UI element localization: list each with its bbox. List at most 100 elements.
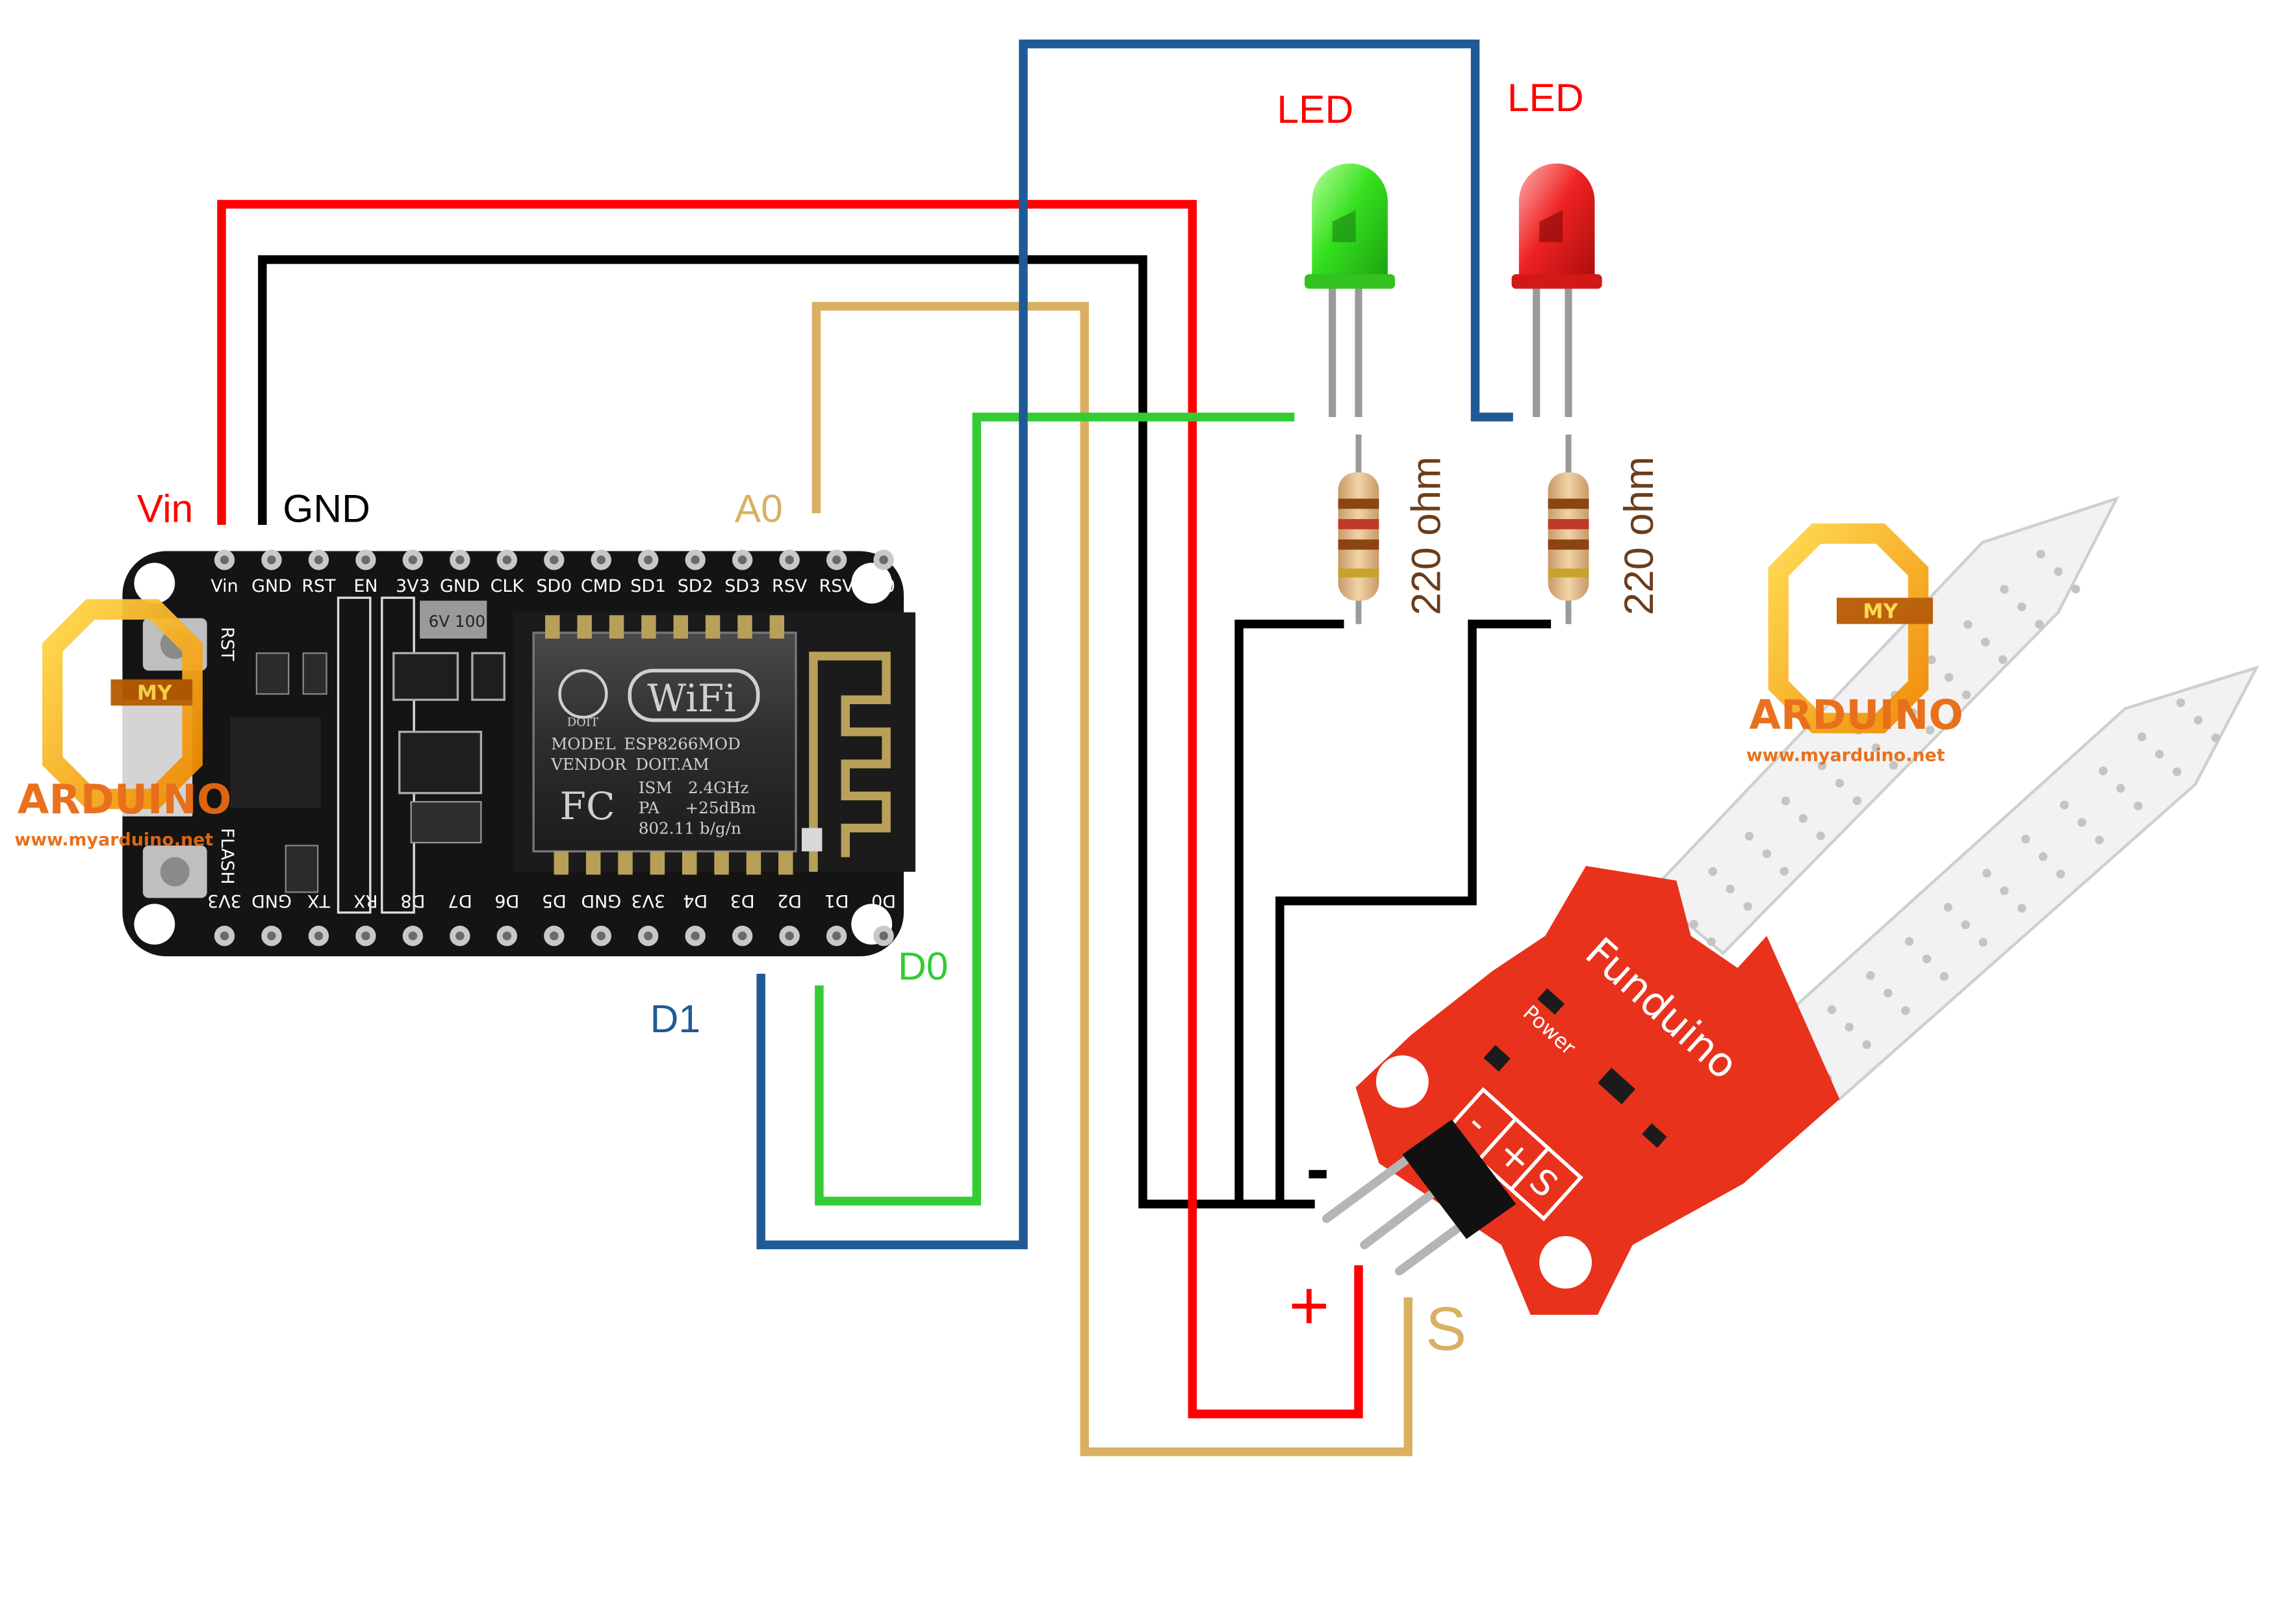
gnd-label: GND — [283, 487, 370, 531]
module-pad — [609, 615, 624, 639]
d0-label: D0 — [898, 944, 948, 988]
watermark-my-text: MY — [137, 681, 173, 705]
pin-hole — [314, 931, 324, 941]
bottom-pin-label: 3V3 — [631, 891, 665, 911]
smd-component — [471, 652, 505, 701]
top-pin-label: GND — [251, 576, 292, 596]
bottom-pin-label: D7 — [448, 891, 472, 911]
probe-hole — [1689, 920, 1698, 929]
top-pin-label: RSV — [819, 576, 855, 596]
header-strip — [337, 596, 372, 914]
probe-hole — [2017, 602, 2026, 611]
rst-label: RST — [217, 627, 237, 661]
green-led — [1305, 163, 1396, 417]
probe-hole — [2054, 567, 2063, 576]
pin-hole — [361, 555, 370, 565]
flash-button[interactable] — [142, 845, 207, 898]
bottom-pin-label: RX — [353, 891, 377, 911]
resistor-2-label: 220 ohm — [1616, 457, 1662, 615]
module-pad — [778, 851, 793, 875]
pin-hole — [455, 931, 465, 941]
bottom-pin-label: D8 — [400, 891, 425, 911]
pin-hole — [785, 555, 794, 565]
probe-hole — [2095, 835, 2104, 844]
pin-hole — [596, 931, 606, 941]
module-pad — [650, 851, 665, 875]
module-pad — [545, 615, 560, 639]
probe-hole — [2211, 733, 2220, 742]
d1-wire — [756, 39, 1513, 1250]
pin-hole — [550, 931, 559, 941]
sensor-signal-label: S — [1425, 1295, 1466, 1363]
soil-moisture-sensor: Funduino Power - + S — [1322, 496, 2260, 1315]
mount-hole — [851, 563, 893, 604]
pin-hole — [267, 931, 276, 941]
bottom-pin-label: D2 — [777, 891, 802, 911]
probe-hole — [1963, 620, 1973, 629]
probe-hole — [1743, 902, 1752, 911]
sensor-mount-hole — [1539, 1236, 1592, 1289]
fc-mark: FC — [560, 784, 615, 828]
probe-hole — [1908, 708, 1917, 717]
regulator-chip — [398, 730, 483, 794]
pa-value: +25dBm — [685, 798, 756, 817]
probe-hole — [2060, 800, 2069, 809]
pin-hole — [455, 555, 465, 565]
probe-hole — [2176, 698, 2186, 707]
vendor-value: DOIT.AM — [635, 755, 709, 774]
module-pad — [585, 851, 601, 875]
usb-serial-chip — [230, 717, 321, 808]
flash-label: FLASH — [217, 828, 237, 885]
pin-hole — [550, 555, 559, 565]
module-pad — [737, 615, 752, 639]
probe-hole — [1707, 937, 1716, 946]
mount-hole — [134, 904, 175, 945]
red-led — [1511, 163, 1602, 417]
probe-hole — [1780, 867, 1789, 876]
watermark-logo-right: MY ARDUINO www.myarduino.net — [1746, 523, 1963, 765]
probe-hole — [1901, 1006, 1910, 1015]
model-value: ESP8266MOD — [624, 735, 740, 754]
ism-value: 2.4GHz — [688, 778, 748, 797]
probe-hole — [1798, 814, 1808, 823]
pin-hole — [832, 931, 841, 941]
smd-component — [285, 844, 319, 893]
model-key: MODEL — [551, 735, 616, 754]
wires — [217, 39, 1552, 1456]
gnd-wire — [258, 255, 1315, 1209]
top-pin-label: RSV — [772, 576, 808, 596]
bottom-pin-label: GND — [581, 891, 621, 911]
probe-hole — [2134, 801, 2143, 811]
top-pin-label: 3V3 — [396, 576, 430, 596]
wifi-logo-box — [628, 668, 760, 722]
probe-hole — [1961, 690, 1971, 700]
esp8266-module: DOIT WiFi MODEL ESP8266MOD VENDOR DOIT.A… — [513, 612, 915, 875]
sensor-header-pins — [1322, 1119, 1516, 1276]
probe-hole — [1922, 954, 1932, 963]
top-pin-label: EN — [353, 576, 377, 596]
bottom-pin-label: D4 — [683, 891, 708, 911]
probe-hole — [2138, 732, 2147, 741]
module-pad — [705, 615, 721, 639]
d0-wire — [815, 412, 1295, 1206]
probe-hole — [2193, 715, 2203, 725]
watermark-name-text: ARDUINO — [1749, 691, 1963, 739]
resistor-2 — [1548, 434, 1589, 624]
probe-hole — [1781, 796, 1791, 806]
pin-hole — [596, 555, 606, 565]
pin-hole — [314, 555, 324, 565]
watermark-my-text: MY — [1863, 600, 1898, 624]
watermark-my-badge — [1836, 598, 1933, 624]
bottom-pin-label: GND — [251, 891, 292, 911]
resistor-1-label: 220 ohm — [1404, 457, 1450, 615]
bottom-pin-label: 3V3 — [207, 891, 242, 911]
pin-hole — [737, 555, 747, 565]
pin-hole — [502, 931, 512, 941]
sensor-minus-label: - — [1306, 1130, 1329, 1208]
pa-key: PA — [639, 798, 660, 817]
doit-logo-icon — [558, 669, 608, 719]
probe-hole — [1827, 1005, 1837, 1014]
pcb-antenna — [809, 652, 891, 872]
voltage-regulator — [420, 600, 487, 639]
